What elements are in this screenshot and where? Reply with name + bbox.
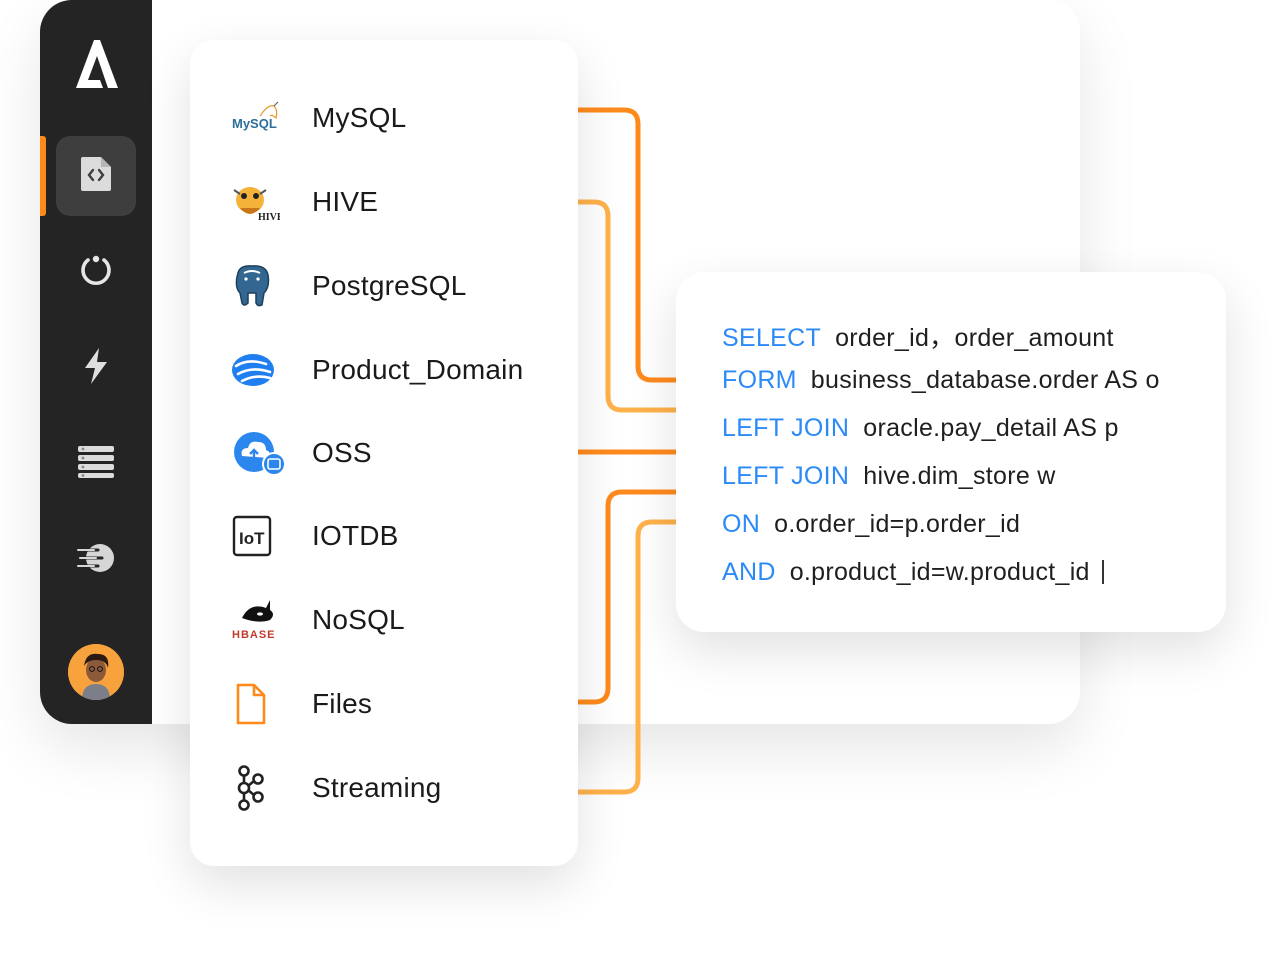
iot-icon: IoT	[230, 508, 290, 564]
datasource-panel: MySQL MySQL HIVE HIVE Pos	[190, 40, 578, 866]
sidebar-item-list[interactable]	[56, 424, 136, 504]
list-icon	[77, 445, 115, 484]
file-icon	[230, 676, 290, 732]
mysql-logo-text: MySQL	[232, 116, 277, 131]
sql-text: order_id，order_amount	[835, 324, 1114, 352]
datasource-label: MySQL	[312, 102, 407, 133]
sql-text: oracle.pay_detail AS p	[863, 414, 1119, 442]
sql-text: hive.dim_store w	[863, 462, 1056, 490]
sql-editor-panel[interactable]: SELECT order_id，order_amount FORM business…	[676, 272, 1226, 632]
sidebar-item-code[interactable]	[56, 136, 136, 216]
sidebar	[40, 0, 152, 724]
hbase-logo-text: HBASE	[232, 629, 276, 641]
product-domain-icon	[230, 342, 290, 398]
hive-logo-icon: HIVE	[230, 174, 290, 230]
datasource-label: HIVE	[312, 186, 379, 217]
sql-text: o.product_id=w.product_id	[789, 558, 1090, 586]
datasource-item-oss[interactable]: OSS	[230, 425, 372, 481]
sql-text: o.order_id=p.order_id	[774, 510, 1021, 538]
datasource-label: IOTDB	[312, 520, 399, 551]
sql-keyword: LEFT JOIN	[722, 462, 850, 490]
postgresql-elephant-icon	[230, 258, 290, 314]
sql-line: AND o.product_id=w.product_id	[722, 558, 1104, 587]
datasource-label: Streaming	[312, 772, 442, 803]
datasource-item-product-domain[interactable]: Product_Domain	[230, 342, 523, 398]
sql-keyword: ON	[722, 510, 761, 538]
datasource-item-mysql[interactable]: MySQL MySQL	[230, 90, 406, 146]
datasource-label: Files	[312, 688, 373, 719]
datasource-item-hive[interactable]: HIVE HIVE	[230, 174, 378, 230]
sql-keyword: AND	[722, 558, 776, 586]
code-file-icon	[79, 155, 113, 198]
mysql-logo-icon: MySQL	[230, 90, 290, 146]
sql-keyword: LEFT JOIN	[722, 414, 850, 442]
datasource-label: PostgreSQL	[312, 270, 467, 301]
datasource-item-streaming[interactable]: Streaming	[230, 760, 441, 816]
sql-keyword: SELECT	[722, 324, 822, 352]
sql-keyword: FORM	[722, 366, 797, 394]
sql-text: business_database.order AS o	[810, 366, 1160, 394]
datasource-item-postgresql[interactable]: PostgreSQL	[230, 258, 467, 314]
refresh-loop-icon	[78, 252, 114, 293]
sidebar-item-lightning[interactable]	[56, 328, 136, 408]
sql-line: SELECT order_id，order_amount	[722, 318, 1114, 354]
datasource-item-iotdb[interactable]: IoT IOTDB	[230, 508, 399, 564]
datasource-label: OSS	[312, 437, 372, 468]
sql-line: LEFT JOIN hive.dim_store w	[722, 462, 1056, 491]
iot-logo-text: IoT	[239, 529, 265, 548]
datasource-label: NoSQL	[312, 604, 405, 635]
text-cursor	[1101, 560, 1104, 584]
oss-cloud-icon	[230, 425, 290, 481]
lightning-icon	[81, 346, 111, 391]
kafka-icon	[230, 760, 290, 816]
datasource-label: Product_Domain	[312, 354, 524, 385]
brand-logo-icon[interactable]	[70, 36, 122, 92]
sidebar-item-stream[interactable]	[56, 520, 136, 600]
sql-line: ON o.order_id=p.order_id	[722, 510, 1020, 539]
hive-logo-text: HIVE	[258, 212, 280, 223]
datasource-item-files[interactable]: Files	[230, 676, 372, 732]
sql-line: LEFT JOIN oracle.pay_detail AS p	[722, 414, 1119, 443]
sql-line: FORM business_database.order AS o	[722, 366, 1160, 395]
sidebar-item-refresh[interactable]	[56, 232, 136, 312]
datasource-item-nosql[interactable]: HBASE NoSQL	[230, 592, 405, 648]
active-indicator	[40, 136, 46, 216]
hbase-orca-icon: HBASE	[230, 592, 290, 648]
user-avatar[interactable]	[68, 644, 124, 700]
data-stream-icon	[76, 540, 116, 581]
